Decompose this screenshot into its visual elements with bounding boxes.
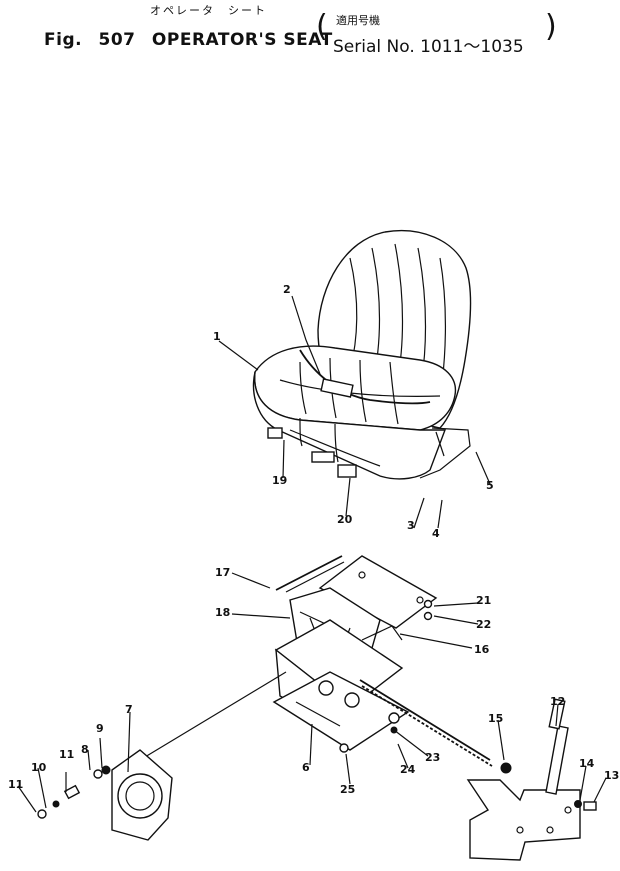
serial-range: Serial No. 1011～1035 (333, 37, 524, 57)
callout-1: 1 (213, 330, 221, 343)
callout-8: 8 (81, 743, 89, 756)
callout-12: 12 (550, 695, 566, 708)
callout-25: 25 (340, 783, 356, 796)
callout-11a: 11 (59, 748, 75, 761)
callout-10: 10 (31, 761, 47, 774)
callout-16: 16 (474, 643, 490, 656)
fig-number: 507 (98, 30, 136, 50)
callout-6: 6 (302, 761, 310, 774)
callout-17: 17 (215, 566, 231, 579)
leader-lines (17, 295, 607, 813)
fig-prefix: Fig. (44, 30, 83, 50)
callout-19: 19 (272, 474, 288, 487)
figure-label: Fig. 507 OPERATOR'S SEAT (44, 30, 333, 50)
callout-9: 9 (96, 722, 104, 735)
kana-title: オペレータ シート (150, 4, 267, 17)
callout-14: 14 (579, 757, 595, 770)
callout-2: 2 (283, 283, 291, 296)
callout-22: 22 (476, 618, 492, 631)
callout-13: 13 (604, 769, 620, 782)
callout-24: 24 (400, 763, 416, 776)
suspension-illustration (139, 555, 597, 861)
callout-4: 4 (432, 527, 440, 540)
callout-3: 3 (407, 519, 415, 532)
callout-5: 5 (486, 479, 494, 492)
knob-illustration (37, 749, 173, 841)
callout-21: 21 (476, 594, 492, 607)
right-paren: ) (545, 9, 557, 44)
callout-7: 7 (125, 703, 133, 716)
seat-illustration (252, 229, 472, 480)
applicable-label: 適用号機 (336, 14, 380, 27)
page-title: OPERATOR'S SEAT (151, 30, 333, 50)
callout-15: 15 (488, 712, 504, 725)
callout-23: 23 (425, 751, 441, 764)
left-paren: ( (316, 9, 328, 44)
callout-11b: 11 (8, 778, 24, 791)
callout-18: 18 (215, 606, 231, 619)
callout-20: 20 (337, 513, 353, 526)
